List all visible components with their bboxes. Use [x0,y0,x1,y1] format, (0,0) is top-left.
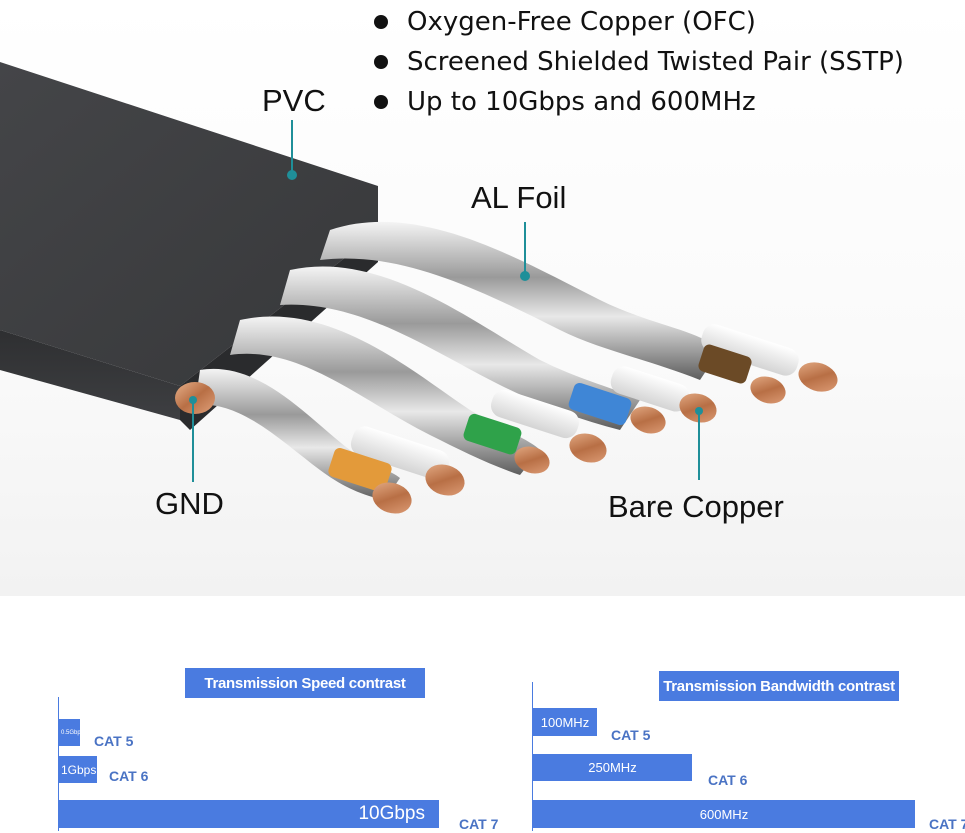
chart-title: Transmission Speed contrast [185,668,425,698]
feature-list: Oxygen-Free Copper (OFC) Screened Shield… [374,2,904,122]
conductor-blue-pair [568,366,717,434]
bar-cat-6: 250MHz [533,754,692,781]
bullet-icon [374,55,388,69]
bar-value-label: 10Gbps [358,803,425,824]
category-label: CAT 6 [109,768,149,784]
conductor-orange-pair [328,426,465,514]
bar-cat-7: 600MHz [533,800,915,828]
bar-value-label: 1Gbps [61,762,97,777]
bar-cat-5: 100MHz [533,708,597,736]
al-foil-callout-dot [520,271,530,281]
callout-lines [189,120,703,482]
feature-item: Up to 10Gbps and 600MHz [374,82,904,122]
bullet-icon [374,15,388,29]
bar-cat-6: 1Gbps [59,756,97,783]
conductor-green-pair [463,389,607,474]
bar-value-label: 0.5Gbps [61,729,84,736]
gnd-label: GND [155,486,224,521]
bar-cat-7: 10Gbps [59,800,439,828]
y-axis-line [532,682,533,831]
category-label: CAT 7 [459,816,499,832]
category-label: CAT 7 [929,816,965,832]
shielded-pair-4 [320,221,720,380]
category-label: CAT 6 [708,772,748,788]
shielded-pair-2 [230,316,540,475]
shielded-pair-3 [280,266,640,430]
conductor-brown-pair [698,324,838,404]
bar-value-label: 100MHz [540,714,590,730]
bar-value-label: 600MHz [699,806,749,822]
pvc-callout-dot [287,170,297,180]
al-foil-label: AL Foil [471,180,567,215]
cable-cross-section-illustration [0,62,838,514]
category-label: CAT 5 [611,727,651,743]
feature-item: Oxygen-Free Copper (OFC) [374,2,904,42]
bar-cat-5: 0.5Gbps [59,719,84,746]
y-axis-line [58,697,59,831]
bare-copper-callout-dot [695,407,703,415]
cable-illustration-panel: Oxygen-Free Copper (OFC) Screened Shield… [0,0,965,596]
gnd-callout-dot [189,396,197,404]
bare-copper-label: Bare Copper [608,489,784,524]
pvc-label: PVC [262,83,326,118]
bar-value-label: 250MHz [588,760,637,775]
feature-item: Screened Shielded Twisted Pair (SSTP) [374,42,904,82]
bullet-icon [374,95,388,109]
category-label: CAT 5 [94,733,134,749]
chart-title: Transmission Bandwidth contrast [659,671,899,701]
